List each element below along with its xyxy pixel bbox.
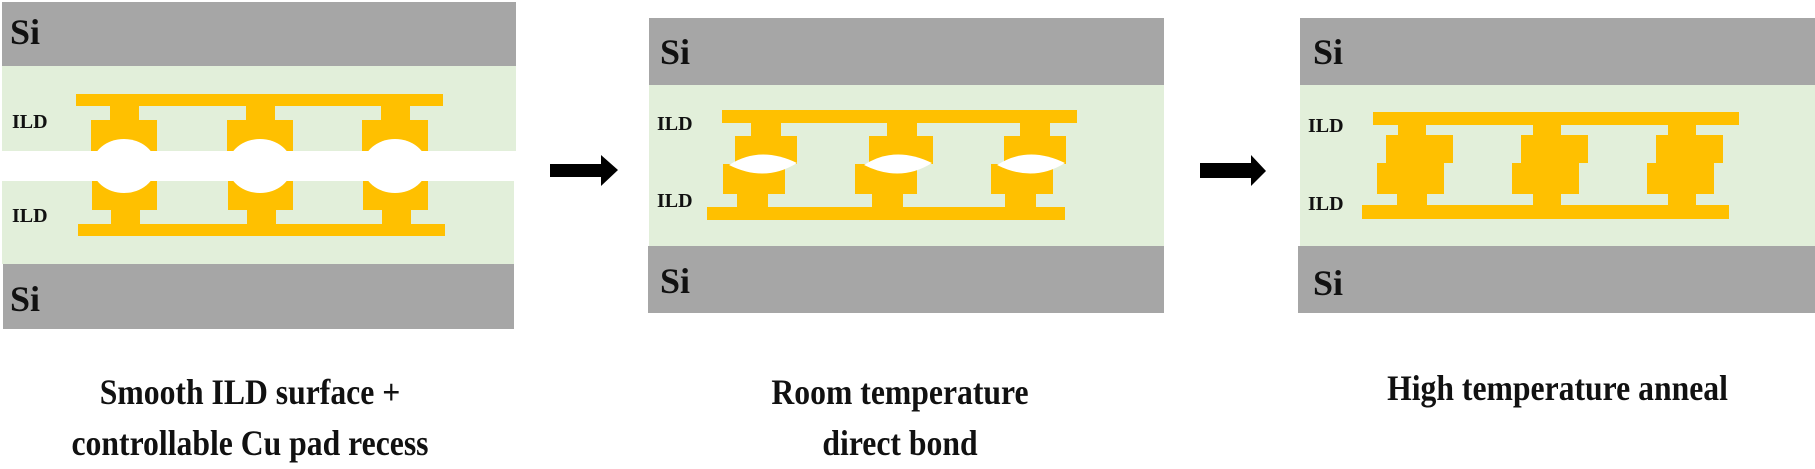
- si-top-layer: [649, 18, 1164, 85]
- si-top-label: Si: [1313, 32, 1344, 72]
- ild-top-label: ILD: [1308, 115, 1344, 137]
- caption-line: High temperature anneal: [1387, 368, 1728, 408]
- ild-bottom-label: ILD: [657, 190, 693, 212]
- caption-line: Smooth ILD surface +: [99, 372, 401, 412]
- ild-bottom-label: ILD: [1308, 193, 1344, 215]
- ild-top-label: ILD: [657, 113, 693, 135]
- caption-step2: Room temperature direct bond: [706, 367, 1093, 469]
- si-bottom-label: Si: [660, 261, 691, 301]
- si-top-label: Si: [660, 32, 691, 72]
- si-top-layer: [2, 2, 516, 66]
- si-bottom-layer: [3, 264, 514, 329]
- si-bottom-label: Si: [10, 279, 41, 319]
- caption-line: Room temperature: [771, 372, 1029, 412]
- si-bottom-label: Si: [1313, 263, 1344, 303]
- caption-step1: Smooth ILD surface + controllable Cu pad…: [21, 367, 479, 469]
- ild-top-label: ILD: [12, 111, 48, 133]
- si-bottom-layer: [648, 246, 1164, 313]
- ild-bottom-label: ILD: [12, 205, 48, 227]
- caption-line: controllable Cu pad recess: [71, 423, 429, 463]
- si-top-layer: [1300, 18, 1815, 85]
- caption-line: direct bond: [822, 423, 978, 463]
- si-bottom-layer: [1298, 246, 1815, 313]
- caption-step3: High temperature anneal: [1331, 363, 1784, 414]
- si-top-label: Si: [10, 12, 41, 52]
